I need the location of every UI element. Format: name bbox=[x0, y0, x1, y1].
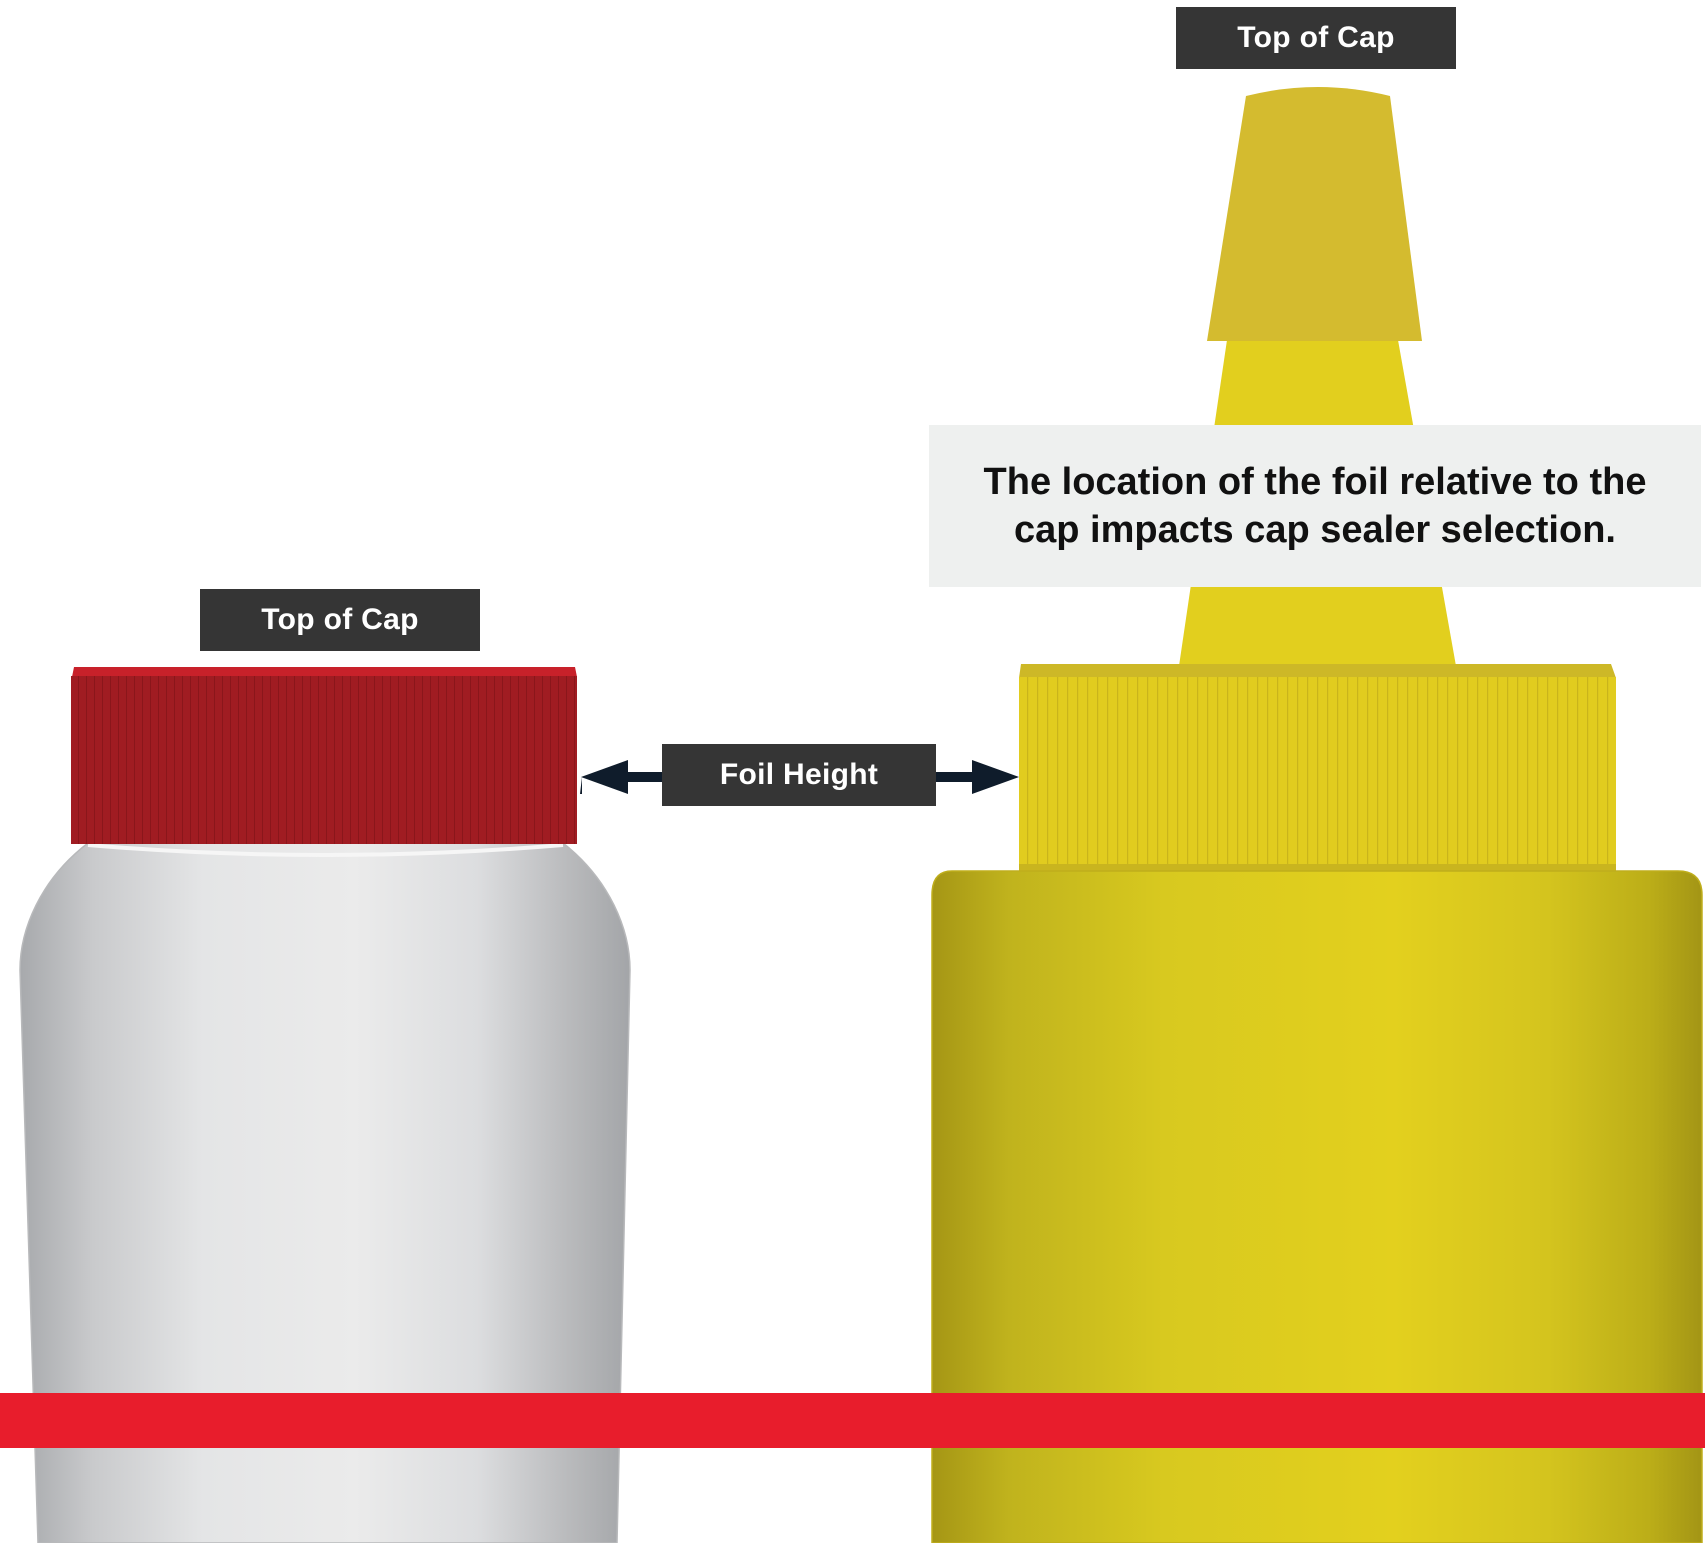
foil-height-label: Foil Height bbox=[662, 744, 936, 806]
top-of-cap-label-right-text: Top of Cap bbox=[1237, 21, 1394, 55]
top-of-cap-label-left: Top of Cap bbox=[200, 589, 480, 651]
top-of-cap-label-right: Top of Cap bbox=[1176, 7, 1456, 69]
arrow-head-right-point bbox=[972, 760, 1019, 794]
top-of-cap-label-left-text: Top of Cap bbox=[261, 603, 418, 637]
foil-height-label-text: Foil Height bbox=[720, 758, 878, 792]
yellow-cap-top bbox=[1019, 664, 1616, 678]
callout-box: The location of the foil relative to the… bbox=[929, 425, 1701, 587]
callout-text: The location of the foil relative to the… bbox=[949, 458, 1681, 554]
red-cap-top bbox=[72, 667, 577, 677]
yellow-cap bbox=[1019, 677, 1616, 871]
yellow-nozzle-tip bbox=[1207, 87, 1422, 341]
red-cap bbox=[71, 676, 577, 844]
arrow-head-left-point bbox=[581, 760, 628, 794]
foil-height-line bbox=[0, 1393, 1705, 1448]
